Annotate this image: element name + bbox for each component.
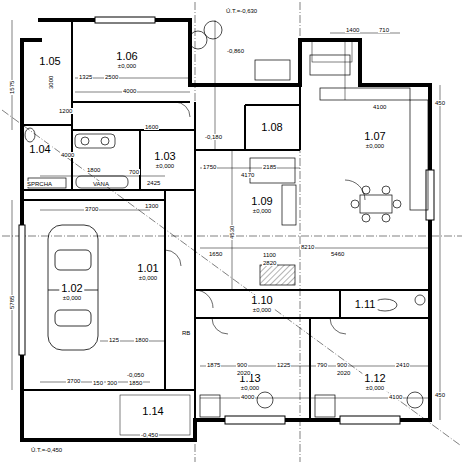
dimension-text: SPRCHA	[26, 181, 53, 187]
room-label: 1.10±0,000	[249, 295, 274, 313]
dimension-lines	[12, 20, 440, 420]
room-number: 1.08	[261, 122, 282, 134]
dimension-text: 1875	[206, 362, 221, 368]
room-label: 1.12±0,000	[362, 373, 387, 391]
room-label: 1.09±0,000	[249, 196, 274, 214]
room-label: 1.04	[27, 144, 52, 156]
room-number: 1.12	[364, 373, 385, 385]
partitions	[22, 20, 430, 420]
room-number: 1.07	[364, 131, 385, 143]
dimension-text: 4100	[372, 104, 387, 110]
dimension-text: 4100	[388, 394, 403, 400]
room-label: 1.01±0,000	[135, 263, 160, 281]
dimension-text: 1750	[202, 164, 217, 170]
room-label: 1.08	[259, 122, 284, 134]
dimension-text: -0,050	[126, 372, 145, 378]
room-label: 1.02±0,000	[59, 283, 84, 301]
dimension-text: 900	[336, 362, 348, 368]
dimension-text: 1400	[345, 27, 360, 33]
dimension-text: 1300	[144, 203, 159, 209]
dimension-text: 4000	[240, 394, 255, 400]
floor-level: ±0,000	[239, 385, 260, 391]
floor-level: ±0,000	[116, 63, 137, 69]
room-number: 1.01	[137, 263, 158, 275]
dimension-text: 1600	[144, 124, 159, 130]
dimension-text: 1100	[262, 252, 277, 258]
door-swings	[165, 102, 365, 334]
dimension-text: 300	[106, 380, 118, 386]
dimension-text: 5785	[9, 295, 15, 310]
stair-steps	[120, 40, 352, 435]
dimension-text: 4530	[229, 225, 235, 240]
dimension-text: 3000	[48, 75, 54, 90]
dimension-text: 125	[108, 337, 120, 343]
dimension-text: 2020	[236, 370, 251, 376]
dimension-text: -0,860	[226, 48, 245, 54]
dimension-text: 790	[316, 362, 328, 368]
dimension-text: 2425	[146, 180, 161, 186]
dimension-text: 1225	[276, 362, 291, 368]
dimension-text: 1650	[208, 251, 223, 257]
dimension-text: 450	[434, 392, 446, 398]
room-label: 1.07±0,000	[362, 131, 387, 149]
dimension-text: 8210	[300, 244, 315, 250]
dimension-text: 150	[92, 380, 104, 386]
floor-level: ±0,000	[154, 163, 175, 169]
dimension-text: 5460	[330, 251, 345, 257]
windows	[19, 17, 434, 424]
dimension-text: RB	[181, 330, 191, 336]
dimension-text: 1325	[78, 74, 93, 80]
room-number: 1.10	[251, 295, 272, 307]
dimension-text: 4000	[60, 152, 75, 158]
sanitary-fixtures	[25, 21, 222, 188]
room-number: 1.04	[29, 144, 50, 156]
dimension-text: 450	[434, 100, 446, 106]
dimension-text: 700	[128, 169, 140, 175]
floor-level: ±0,000	[364, 385, 385, 391]
walls	[22, 20, 430, 440]
floor-level: ±0,000	[137, 275, 158, 281]
dimension-text: 3700	[84, 206, 99, 212]
dimension-text: 2410	[395, 362, 410, 368]
room-number: 1.03	[154, 151, 175, 163]
dimension-text: Ú.T.=-0,450	[30, 447, 63, 453]
room-label: 1.03±0,000	[152, 151, 177, 169]
dimension-text: 4000	[122, 88, 137, 94]
dimension-text: 1850	[128, 380, 143, 386]
dimension-text: 1200	[58, 108, 73, 114]
dimension-text: 2820	[262, 260, 277, 266]
room-number: 1.02	[61, 283, 82, 295]
dimension-text: -0,450	[140, 432, 159, 438]
floor-level: ±0,000	[61, 295, 82, 301]
dimension-text: 900	[236, 362, 248, 368]
room-label: 1.06±0,000	[114, 51, 139, 69]
room-label: 1.14	[140, 406, 165, 418]
room-number: 1.05	[39, 56, 60, 68]
floor-level: ±0,000	[251, 307, 272, 313]
dimension-text: -0,180	[204, 134, 223, 140]
dimension-text: 3700	[66, 378, 81, 384]
dimension-text: 2500	[104, 74, 119, 80]
dimension-text: 2020	[336, 370, 351, 376]
car-symbol	[48, 225, 98, 350]
floor-level: ±0,000	[364, 143, 385, 149]
dimension-text: 1575	[9, 80, 15, 95]
room-number: 1.09	[251, 196, 272, 208]
room-label: 1.05	[37, 56, 62, 68]
dimension-text: 4170	[240, 172, 255, 178]
dimension-text: 2185	[262, 164, 277, 170]
dimension-text: 710	[378, 27, 390, 33]
floor-level: ±0,000	[251, 208, 272, 214]
dimension-text: 1800	[134, 337, 149, 343]
room-number: 1.06	[116, 51, 137, 63]
furniture	[200, 55, 428, 417]
room-number: 1.14	[142, 406, 163, 418]
room-label: 1.11	[353, 299, 378, 311]
room-number: 1.11	[355, 299, 376, 311]
dimension-text: Ú.T.=-0,630	[225, 8, 258, 14]
dimension-text: 1800	[86, 167, 101, 173]
dimension-text: VANA	[92, 181, 110, 187]
